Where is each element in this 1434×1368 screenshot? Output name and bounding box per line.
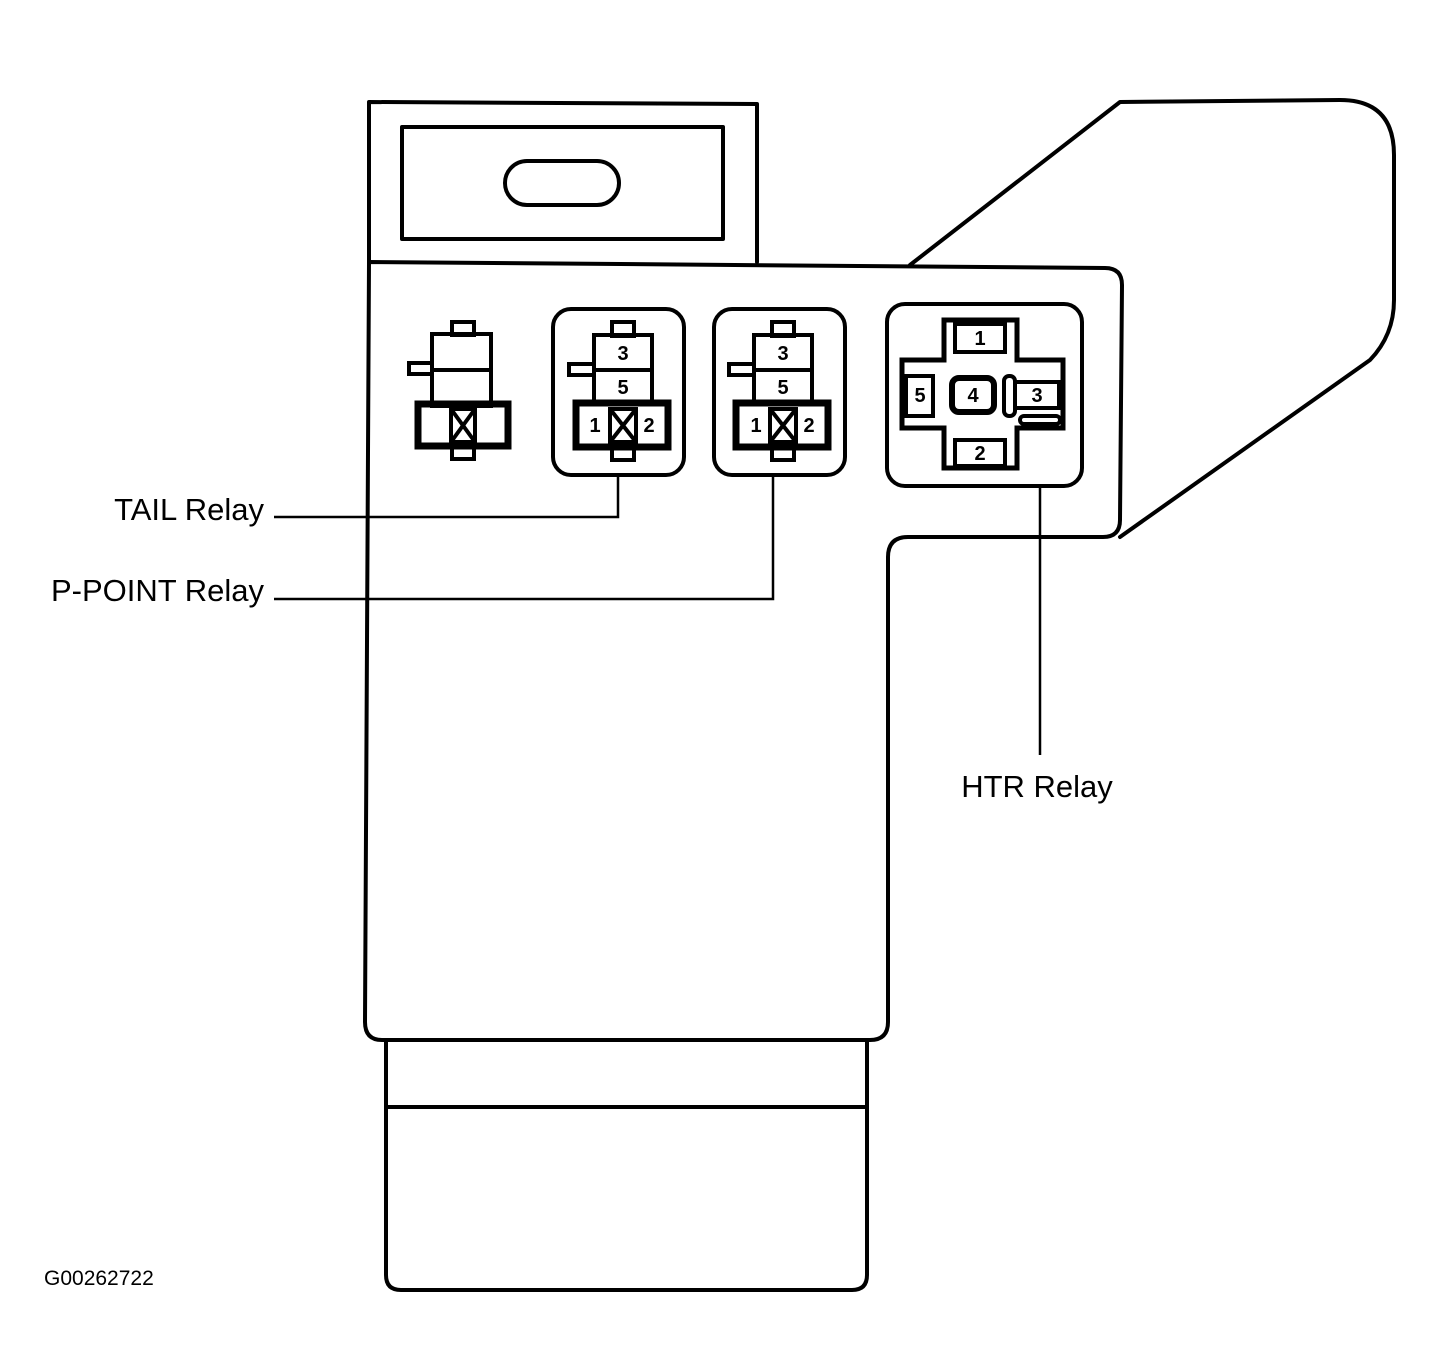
ppoint-relay-leader: [274, 475, 775, 601]
tail-relay-socket: [551, 307, 686, 477]
ppoint-pin-1: 1: [750, 415, 761, 437]
htr-pin-3: 3: [1031, 385, 1042, 407]
htr-relay-frame: [885, 302, 1084, 488]
lower-connector-outline: [384, 1038, 869, 1292]
ppoint-pin-5: 5: [777, 377, 788, 399]
htr-relay-socket: [885, 302, 1084, 488]
top-cover-window: [400, 125, 725, 241]
tail-pin-5: 5: [617, 377, 628, 399]
htr-pin-1: 1: [974, 328, 985, 350]
tail-relay-leader: [274, 475, 620, 519]
tail-relay-label: TAIL Relay: [114, 492, 264, 527]
top-cover-outline: [367, 100, 759, 264]
ppoint-relay-frame: [712, 307, 847, 477]
ppoint-pin-2: 2: [803, 415, 814, 437]
htr-relay-label: HTR Relay: [961, 769, 1113, 804]
housing-outline: [363, 260, 1124, 1042]
htr-pin-4: 4: [967, 385, 979, 407]
ppoint-pin-3: 3: [777, 343, 788, 365]
ppoint-relay-socket: [712, 307, 847, 477]
tail-pin-1: 1: [589, 415, 600, 437]
tail-pin-3: 3: [617, 343, 628, 365]
side-wing-outline: [908, 98, 1396, 539]
release-slot: [503, 159, 621, 207]
htr-pin-5: 5: [914, 385, 925, 407]
spare-relay-socket: [407, 320, 512, 461]
tail-pin-2: 2: [643, 415, 654, 437]
ppoint-relay-label: P-POINT Relay: [51, 573, 265, 608]
figure-id: G00262722: [44, 1267, 154, 1290]
htr-pin-2: 2: [974, 443, 985, 465]
